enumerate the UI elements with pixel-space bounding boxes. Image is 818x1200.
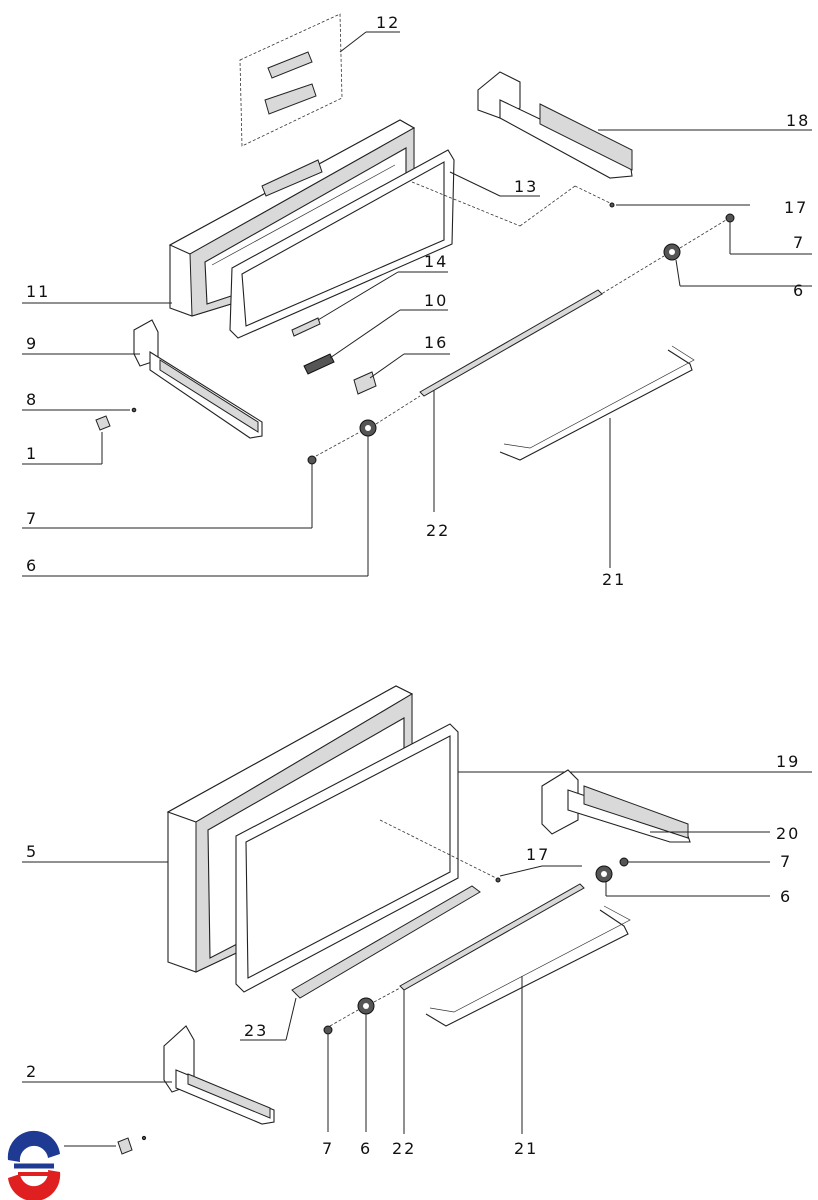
label-9: 9 [26, 334, 38, 353]
label-20: 20 [776, 824, 800, 843]
part-16-clip [353, 353, 450, 395]
part-1-cap [22, 415, 111, 465]
label-2: 2 [26, 1062, 38, 1081]
label-7-top-right: 7 [793, 233, 805, 252]
part-6-pinion-bottom-right [595, 865, 770, 897]
label-7-bottom-right: 7 [780, 852, 792, 871]
part-21-stabilizer-bar-top [499, 345, 695, 568]
label-6-bottom-right: 6 [780, 887, 792, 906]
label-5: 5 [26, 842, 38, 861]
label-11: 11 [26, 282, 50, 301]
part-7-bushing-top-left [22, 455, 317, 529]
label-1: 1 [26, 444, 38, 463]
part-13-door-gasket [229, 149, 540, 339]
brand-logo-icon [4, 1130, 64, 1200]
label-17-top: 17 [784, 198, 808, 217]
label-16: 16 [424, 333, 448, 352]
label-14: 14 [424, 252, 448, 271]
part-23-trim-strip [240, 885, 481, 1041]
label-17-bottom: 17 [526, 845, 550, 864]
part-17-screw-top [609, 202, 750, 208]
label-7-top-left: 7 [26, 509, 38, 528]
label-21-bottom: 21 [514, 1139, 538, 1158]
label-19: 19 [776, 752, 800, 771]
part-14-sensor [291, 271, 448, 337]
part-18-right-slide-rail [477, 71, 812, 179]
label-13: 13 [514, 177, 538, 196]
label-8: 8 [26, 390, 38, 409]
part-7-bushing-top-right [725, 213, 812, 255]
label-12: 12 [376, 13, 400, 32]
label-6-top-right: 6 [793, 281, 805, 300]
part-6-pinion-top-left [22, 419, 377, 577]
part-21-stabilizer-bar-bottom [425, 905, 631, 1134]
part-6-pinion-top-right [663, 243, 812, 287]
part-2-left-slide-rail [22, 1025, 275, 1125]
part-7-bushing-bottom-right [619, 857, 770, 867]
label-6-bottom-left: 6 [360, 1139, 372, 1158]
label-22-bottom: 22 [392, 1139, 416, 1158]
part-22-shaft-bottom [399, 883, 585, 1134]
part-1-cap-bottom [64, 1135, 147, 1155]
label-6-top-left: 6 [26, 556, 38, 575]
part-9-left-slide-rail [22, 319, 263, 439]
part-6-pinion-bottom-left [357, 997, 375, 1132]
label-22-top: 22 [426, 521, 450, 540]
part-8-screw [22, 407, 137, 413]
label-23: 23 [244, 1021, 268, 1040]
label-7-bottom-left: 7 [322, 1139, 334, 1158]
part-12-control-boards [239, 13, 400, 147]
label-21-top: 21 [602, 570, 626, 589]
label-10: 10 [424, 291, 448, 310]
part-20-right-slide-rail [541, 769, 770, 843]
label-18: 18 [786, 111, 810, 130]
part-19-door-gasket [235, 723, 812, 993]
part-17-screw-bottom [495, 865, 582, 883]
part-7-bushing-bottom-left [323, 1025, 333, 1132]
part-10-cover [303, 309, 448, 375]
part-22-shaft-top [419, 289, 603, 512]
